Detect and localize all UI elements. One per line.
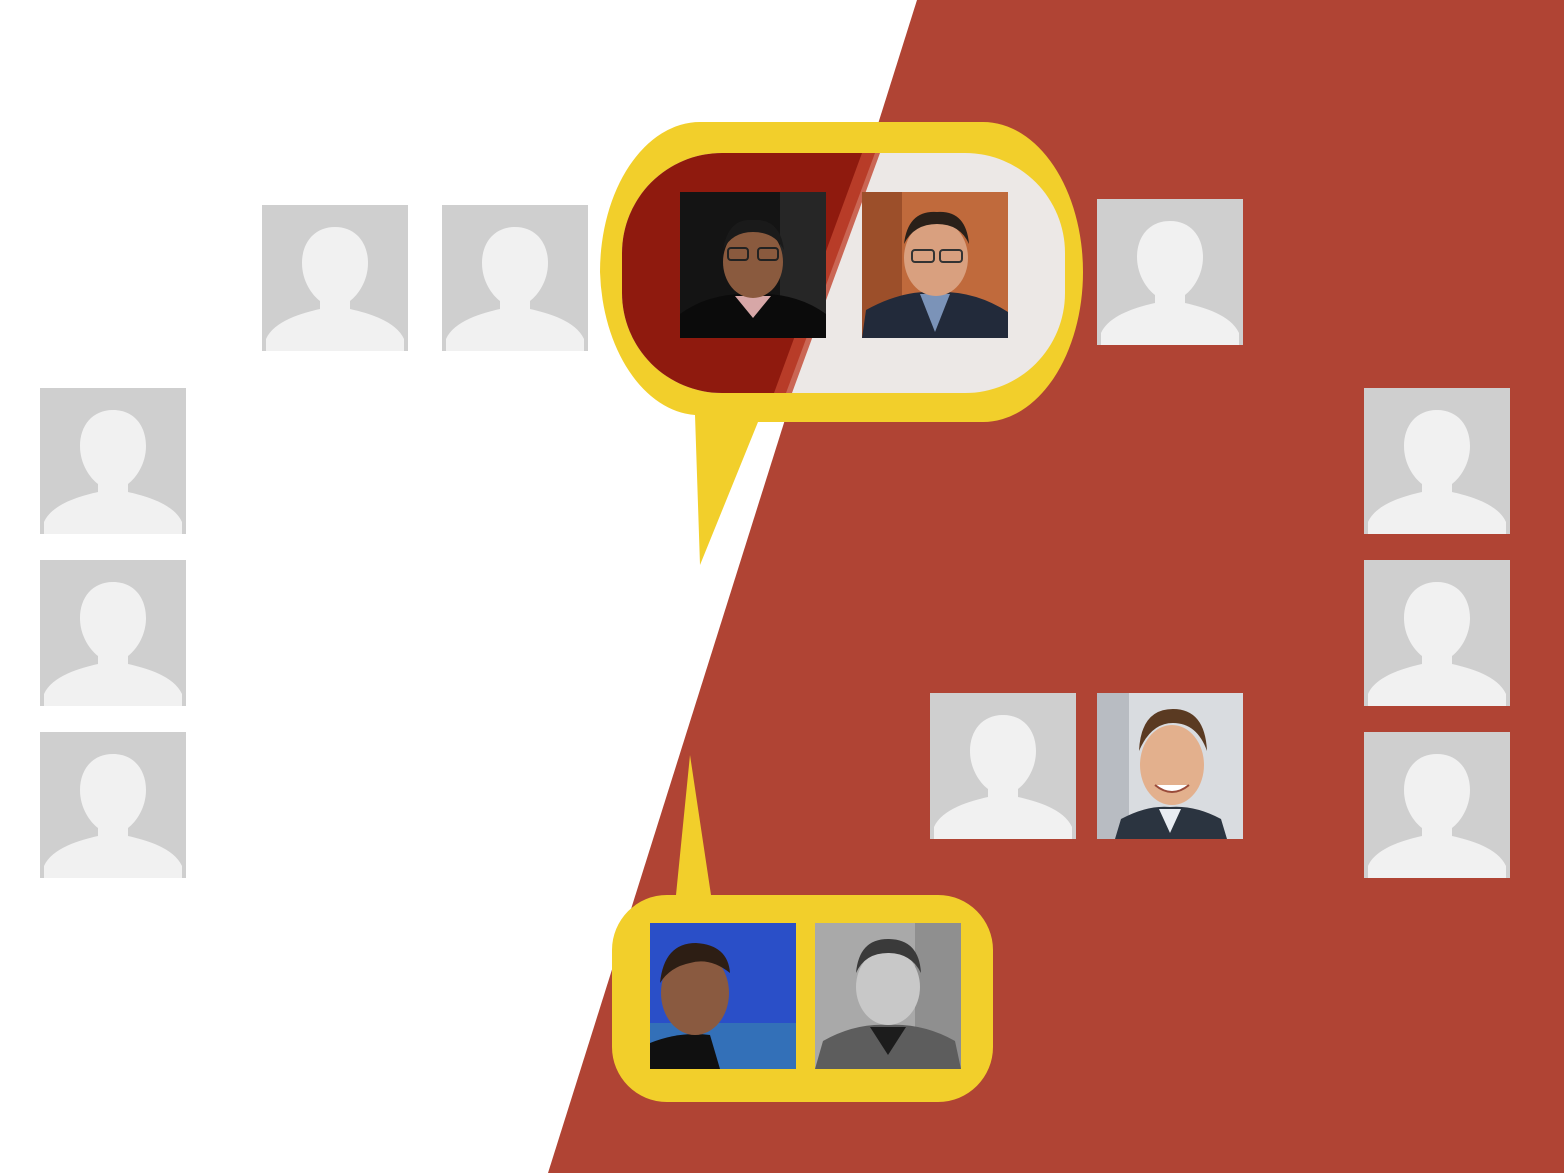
portrait-man-black-and-white-icon xyxy=(815,923,961,1069)
default-user-silhouette-icon xyxy=(262,205,408,351)
portrait-man-seaside-blue-sky-icon xyxy=(650,923,796,1069)
default-user-silhouette-icon xyxy=(930,693,1076,839)
portrait-man-glasses-dark-background-icon xyxy=(680,192,826,338)
default-user-silhouette-icon xyxy=(40,732,186,878)
default-user-silhouette-icon xyxy=(1364,560,1510,706)
default-user-silhouette-icon xyxy=(442,205,588,351)
portrait-man-glasses-orange-background-icon xyxy=(862,192,1008,338)
default-user-silhouette-icon xyxy=(40,388,186,534)
default-user-silhouette-icon xyxy=(1364,388,1510,534)
default-user-silhouette-icon xyxy=(40,560,186,706)
portrait-man-smiling-office-background-icon xyxy=(1097,693,1243,839)
default-user-silhouette-icon xyxy=(1364,732,1510,878)
default-user-silhouette-icon xyxy=(1097,199,1243,345)
